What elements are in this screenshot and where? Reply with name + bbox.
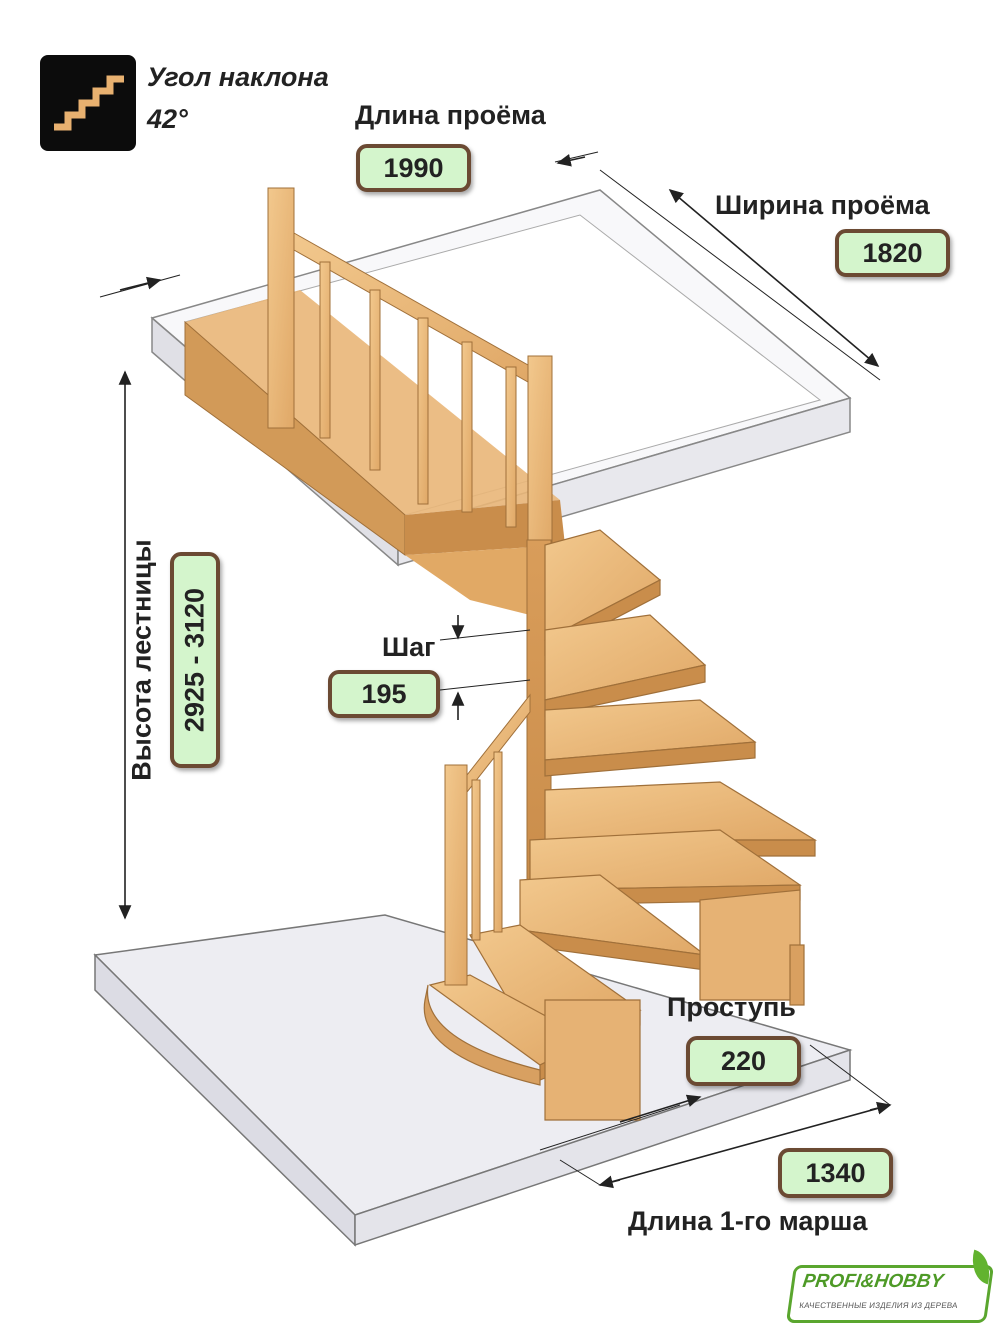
step-label: Шаг: [382, 632, 436, 662]
opening-length-badge: 1990: [356, 144, 471, 192]
stair-height-value: 2925 - 3120: [179, 587, 210, 733]
angle-value: 42°: [147, 104, 188, 134]
winder-treads: [423, 529, 818, 1121]
step-badge: 195: [328, 670, 440, 718]
upper-railing: [267, 187, 553, 557]
tread-badge: 220: [686, 1036, 801, 1086]
opening-width-label: Ширина проёма: [715, 190, 930, 220]
brand-tagline: КАЧЕСТВЕННЫЕ ИЗДЕЛИЯ ИЗ ДЕРЕВА: [798, 1301, 959, 1310]
flight-length-label: Длина 1-го марша: [628, 1206, 868, 1236]
tread-label: Проступь: [667, 992, 796, 1022]
brand-name: PROFI&HOBBY: [801, 1271, 945, 1292]
brand-logo: PROFI&HOBBY КАЧЕСТВЕННЫЕ ИЗДЕЛИЯ ИЗ ДЕРЕ…: [785, 1265, 995, 1323]
lower-railing: [444, 693, 531, 986]
stairs-icon: [40, 55, 136, 151]
dimension-lines: [99, 151, 892, 1189]
opening-length-label: Длина проёма: [355, 100, 546, 130]
stair-height-badge: 2925 - 3120: [170, 552, 220, 768]
stair-height-label: Высота лестницы: [126, 539, 157, 781]
flight-length-badge: 1340: [778, 1148, 893, 1198]
floor-slab: [93, 914, 853, 1247]
angle-title: Угол наклона: [147, 62, 329, 92]
opening-width-badge: 1820: [835, 229, 950, 277]
